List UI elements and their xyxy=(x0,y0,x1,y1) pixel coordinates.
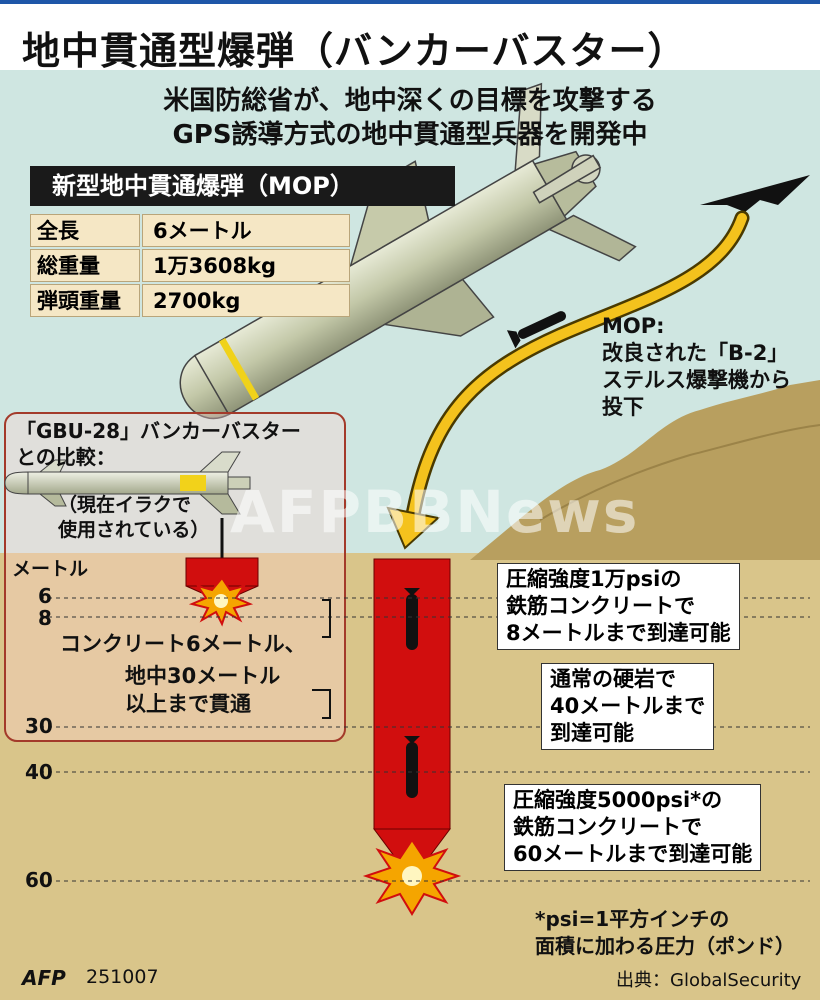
credit-code: 251007 xyxy=(86,966,159,988)
gbu-usage-note-line: （現在イラクで xyxy=(58,494,192,516)
spec-label-total-weight: 総重量 xyxy=(30,249,140,282)
page-title: 地中貫通型爆弾（バンカーバスター） xyxy=(22,29,687,73)
capability-note-40m: 通常の硬岩で 40メートルまで 到達可能 xyxy=(541,663,715,750)
psi-footnote: *psi=1平方インチの 面積に加わる圧力（ポンド） xyxy=(535,906,795,960)
mop-drop-label-line: ステルス爆撃機から xyxy=(602,368,791,392)
gbu-usage-note-line: 使用されている） xyxy=(58,519,210,541)
mop-drop-label-line: 改良された「B-2」 xyxy=(602,341,789,365)
spec-value-warhead-weight: 2700kg xyxy=(142,284,350,317)
depth-label-40: 40 xyxy=(25,760,53,784)
gbu-penetration-bar xyxy=(185,557,259,587)
capability-note-line: 鉄筋コンクリートで xyxy=(506,594,695,618)
bracket-earth xyxy=(312,689,331,719)
capability-note-line: 到達可能 xyxy=(550,721,634,745)
psi-footnote-line: *psi=1平方インチの xyxy=(535,907,730,931)
capability-note-line: 圧縮強度5000psi*の xyxy=(513,788,723,812)
capability-note-line: 60メートルまで到達可能 xyxy=(513,842,753,866)
depth-label-6: 6 xyxy=(38,584,52,608)
mop-silhouette-8m-icon xyxy=(404,588,420,650)
mop-drop-label: MOP: 改良された「B-2」 ステルス爆撃機から 投下 xyxy=(602,313,791,421)
trajectory-path xyxy=(407,213,747,525)
capability-note-8m: 圧縮強度1万psiの 鉄筋コンクリートで 8メートルまで到達可能 xyxy=(497,563,740,650)
gbu-earth-depth-line: 以上まで貫通 xyxy=(125,692,251,716)
spec-label-length: 全長 xyxy=(30,214,140,247)
bracket-concrete xyxy=(322,599,331,638)
capability-note-line: 8メートルまで到達可能 xyxy=(506,621,731,645)
spec-label-warhead-weight: 弾頭重量 xyxy=(30,284,140,317)
mop-silhouette-40m-icon xyxy=(404,736,420,798)
depth-label-30: 30 xyxy=(25,714,53,738)
depth-unit-label: メートル xyxy=(12,558,89,580)
falling-bomb-icon xyxy=(506,311,567,349)
mountain-ridge xyxy=(539,424,820,521)
gbu-comparison-box xyxy=(4,412,346,742)
capability-note-line: 通常の硬岩で xyxy=(550,667,676,691)
gbu-earth-depth-text: 地中30メートル 以上まで貫通 xyxy=(125,662,280,718)
top-rule xyxy=(0,0,820,4)
gbu-concrete-depth-text: コンクリート6メートル、 xyxy=(60,632,306,656)
capability-note-60m: 圧縮強度5000psi*の 鉄筋コンクリートで 60メートルまで到達可能 xyxy=(504,784,762,871)
b2-bomber-icon xyxy=(700,175,810,212)
gbu-explosion-core xyxy=(214,594,228,608)
gbu-usage-note: （現在イラクで 使用されている） xyxy=(58,493,209,543)
capability-note-line: 鉄筋コンクリートで xyxy=(513,815,702,839)
source-credit: 出典：GlobalSecurity xyxy=(616,970,802,991)
subtitle-line-1: 米国防総省が、地中深くの目標を攻撃する xyxy=(163,86,657,116)
specs-heading: 新型地中貫通爆弾（MOP） xyxy=(30,166,455,206)
spec-row-warhead-weight: 弾頭重量 2700kg xyxy=(30,284,350,319)
watermark: AFPBBNews xyxy=(230,478,640,546)
depth-label-8: 8 xyxy=(38,606,52,630)
depth-label-60: 60 xyxy=(25,868,53,892)
afp-logo: AFP xyxy=(22,966,66,990)
gbu28-bomb-illustration xyxy=(4,451,251,515)
mop-drop-label-line: MOP: xyxy=(602,314,665,338)
spec-value-length: 6メートル xyxy=(142,214,350,247)
title-band xyxy=(0,0,820,70)
subtitle-line-2: GPS誘導方式の地中貫通型兵器を開発中 xyxy=(172,120,648,150)
spec-value-total-weight: 1万3608kg xyxy=(142,249,350,282)
gbu-comparison-label-line: 「GBU-28」バンカーバスター xyxy=(16,419,301,443)
gbu-comparison-label: 「GBU-28」バンカーバスター との比較： xyxy=(16,418,301,470)
mop-bomb-illustration xyxy=(179,82,637,420)
mop-explosion-core xyxy=(402,866,422,886)
spec-row-total-weight: 総重量 1万3608kg xyxy=(30,249,350,284)
spec-row-length: 全長 6メートル xyxy=(30,214,350,249)
mop-drop-label-line: 投下 xyxy=(602,395,644,419)
gbu-earth-depth-line: 地中30メートル xyxy=(125,664,281,688)
psi-footnote-line: 面積に加わる圧力（ポンド） xyxy=(535,934,795,958)
capability-note-line: 圧縮強度1万psiの xyxy=(506,567,682,591)
trajectory-arrowhead xyxy=(386,506,441,550)
gbu-comparison-label-line: との比較： xyxy=(16,445,116,469)
capability-note-line: 40メートルまで xyxy=(550,694,706,718)
